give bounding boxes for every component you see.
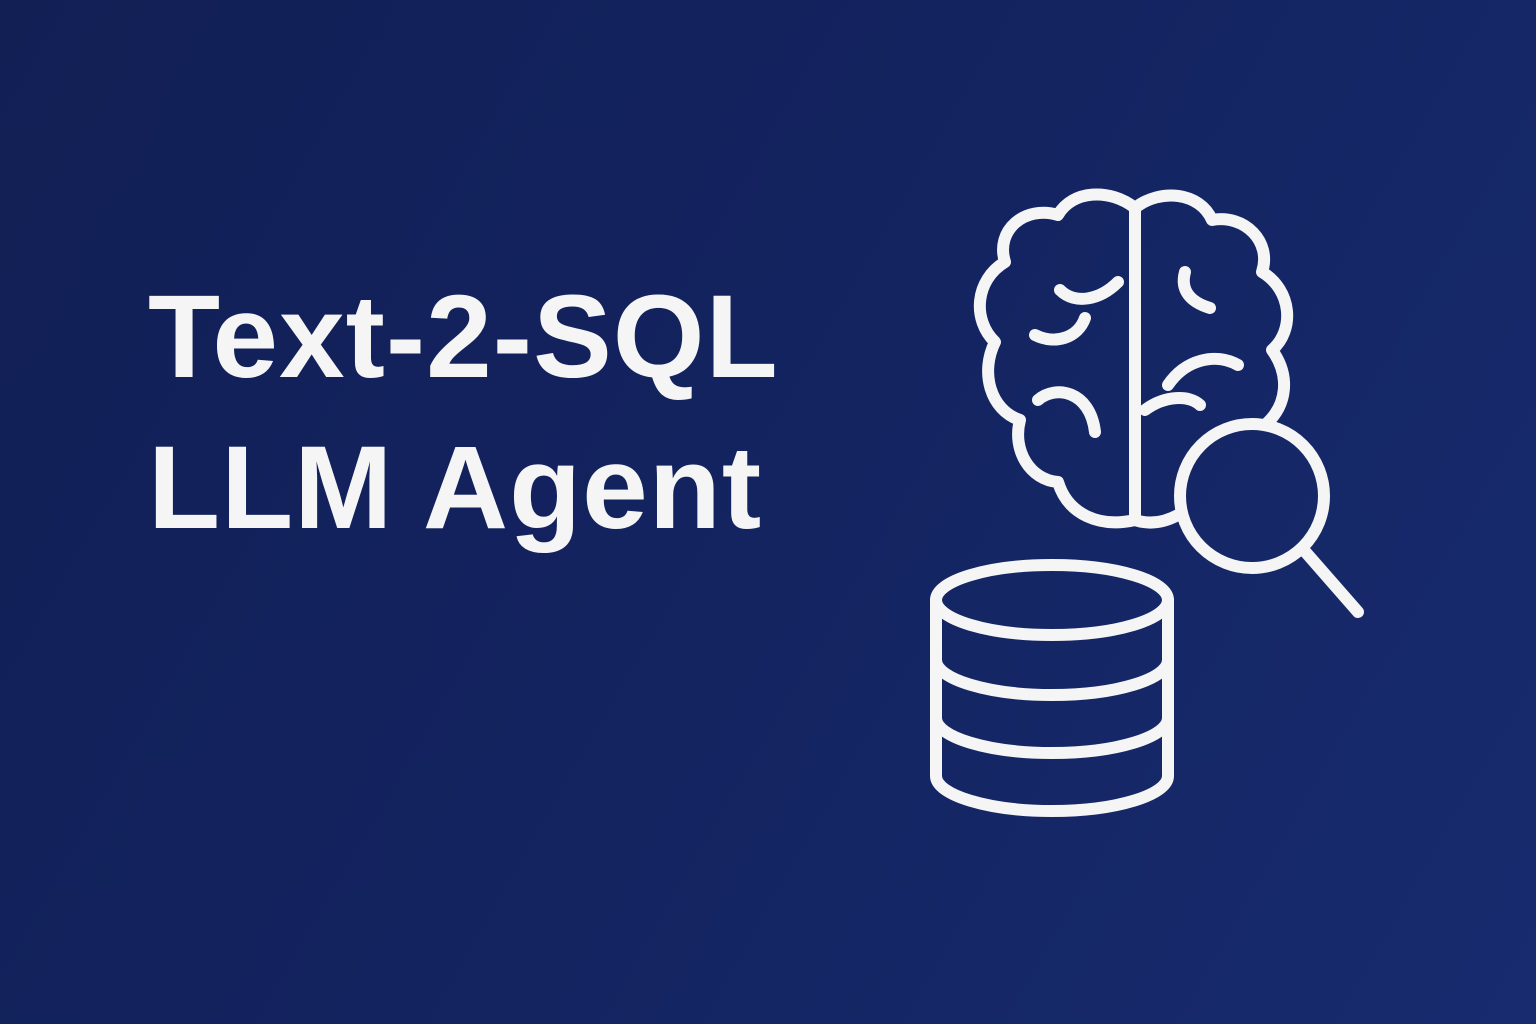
- illustration-svg: [930, 188, 1364, 817]
- database-icon: [930, 559, 1174, 817]
- title-line-2: LLM Agent: [148, 422, 763, 555]
- title-line-1: Text-2-SQL: [148, 271, 779, 403]
- magnifier-icon: [1174, 418, 1364, 618]
- title: Text-2-SQL LLM Agent: [148, 262, 779, 564]
- brain-icon: [973, 188, 1294, 529]
- illustration: [900, 170, 1400, 830]
